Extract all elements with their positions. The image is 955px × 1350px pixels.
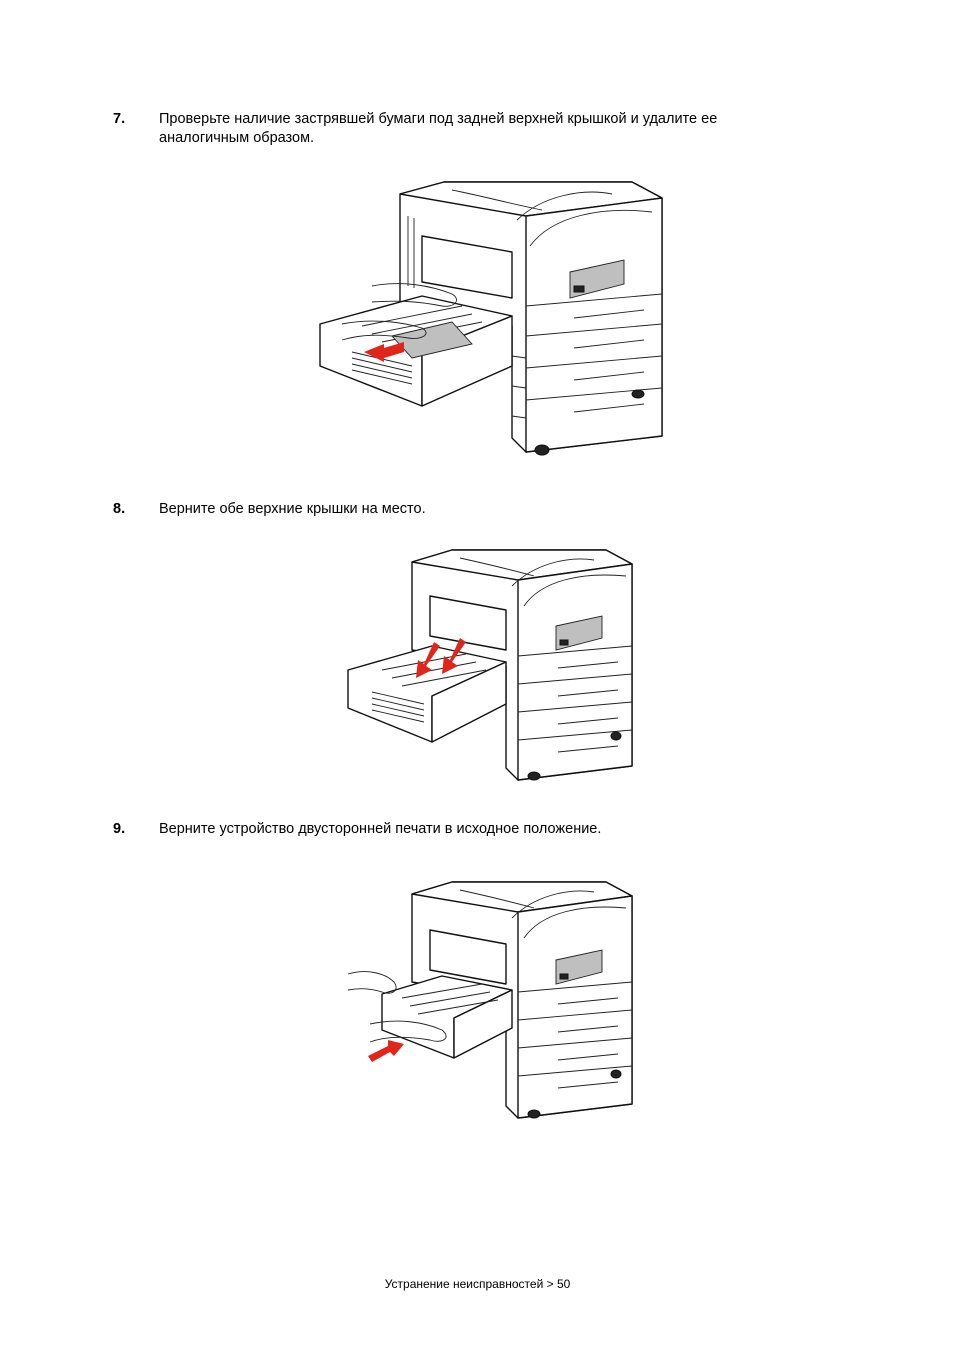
printer-illustration-close-covers xyxy=(347,549,633,781)
step-number: 7. xyxy=(113,111,126,127)
printer-illustration-paper-jam-removal xyxy=(319,181,663,456)
step-text: Верните устройство двусторонней печати в… xyxy=(159,821,602,837)
step-text: Верните обе верхние крышки на место. xyxy=(159,501,426,517)
printer-illustration-return-duplex-unit xyxy=(347,881,633,1119)
step-text: Проверьте наличие застрявшей бумаги под … xyxy=(159,111,718,146)
page-footer: Устранение неисправностей > 50 xyxy=(384,1277,571,1291)
step-number: 9. xyxy=(113,821,126,837)
step-number: 8. xyxy=(113,501,126,517)
